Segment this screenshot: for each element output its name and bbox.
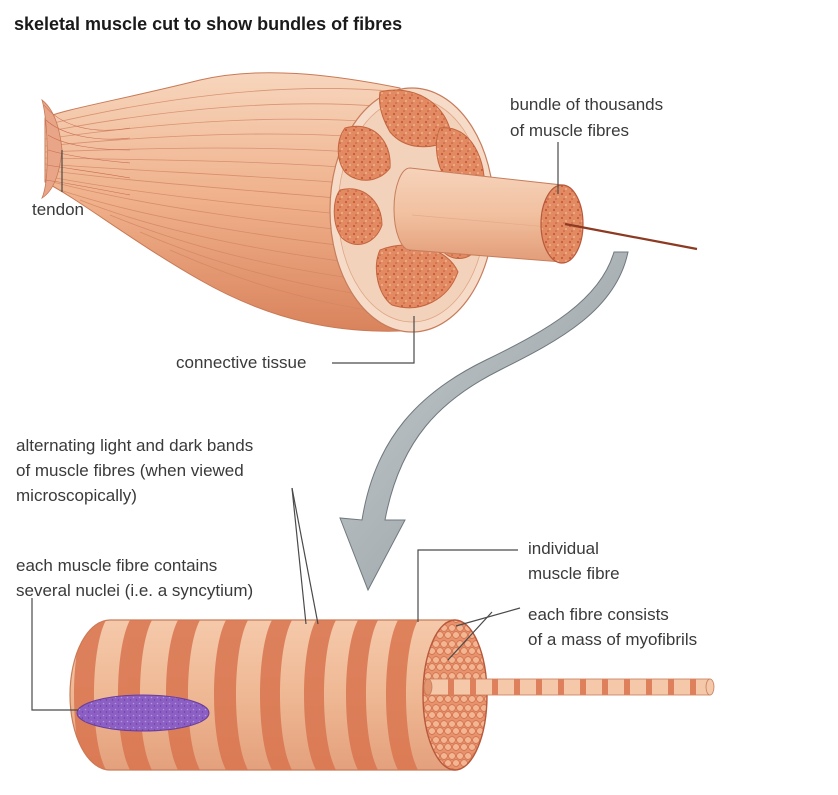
myofibrils-label-line1: each fibre consists bbox=[528, 605, 669, 624]
connective-tissue-label: connective tissue bbox=[176, 353, 307, 372]
nuclei-label-line1: each muscle fibre contains bbox=[16, 556, 218, 575]
individual-fibre bbox=[69, 619, 488, 771]
dark-bands bbox=[74, 620, 418, 770]
connective-tissue-leader bbox=[332, 316, 415, 364]
myofibril bbox=[423, 678, 715, 696]
diagram-title: skeletal muscle cut to show bundles of f… bbox=[14, 14, 403, 34]
nuclei-leader bbox=[31, 598, 78, 711]
fibre-bundle bbox=[393, 167, 698, 264]
bundle-label-line2: of muscle fibres bbox=[510, 121, 630, 140]
bands-label-line1: alternating light and dark bands bbox=[16, 436, 254, 455]
bands-leader-1 bbox=[291, 487, 319, 625]
individual-fibre-label-line2: muscle fibre bbox=[528, 564, 620, 583]
bands-label-line3: microscopically) bbox=[16, 486, 137, 505]
nuclei-label-line2: several nuclei (i.e. a syncytium) bbox=[16, 581, 254, 600]
bands-leader-2 bbox=[291, 487, 307, 625]
leader-lines bbox=[31, 142, 559, 711]
bundle-label-line1: bundle of thousands bbox=[510, 95, 664, 114]
tendon-shape bbox=[41, 98, 131, 200]
tendon-label: tendon bbox=[32, 200, 84, 219]
nucleus bbox=[76, 694, 210, 732]
myofibrils-label-line2: of a mass of myofibrils bbox=[528, 630, 698, 649]
individual-fibre-label-line1: individual bbox=[528, 539, 599, 558]
zoom-arrow bbox=[339, 251, 629, 592]
bands-label-line2: of muscle fibres (when viewed bbox=[16, 461, 244, 480]
myofibril-leader-2 bbox=[447, 611, 493, 661]
individual-fibre-leader bbox=[417, 549, 518, 622]
